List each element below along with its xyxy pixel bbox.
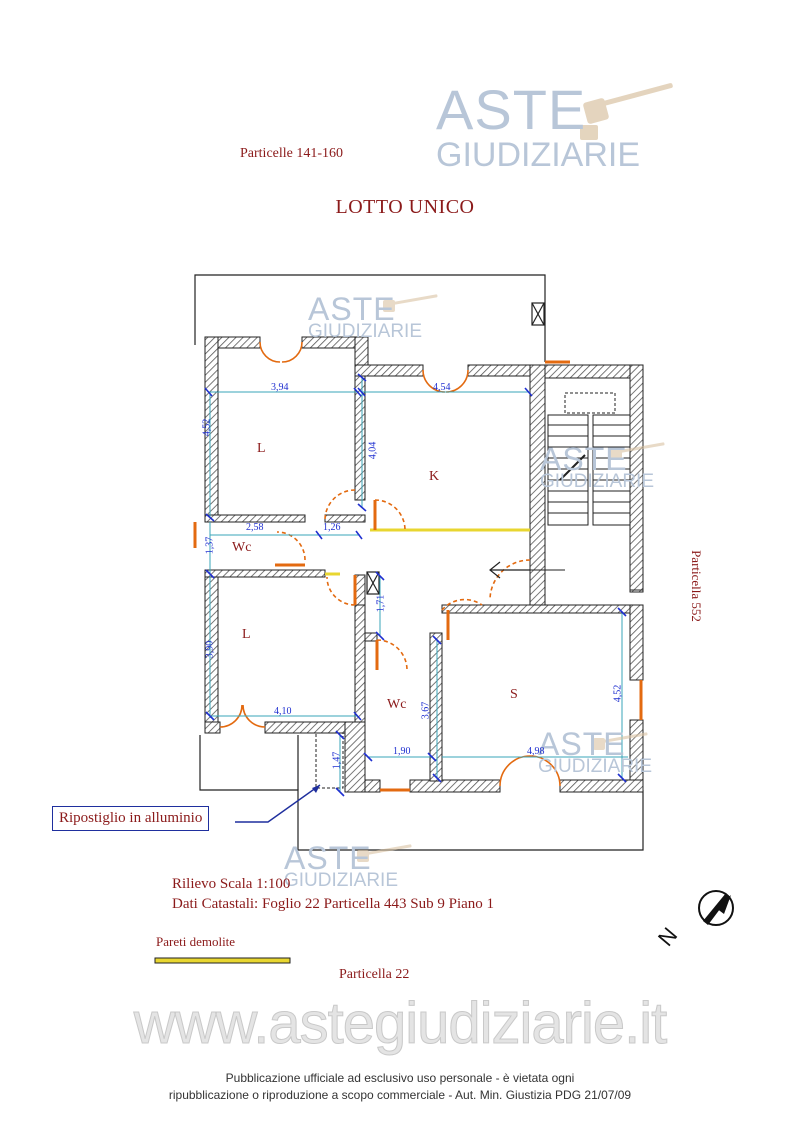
watermark-giudiziarie-3: GIUDIZIARIE (540, 471, 655, 492)
dimension-lines (208, 378, 628, 792)
room-label-k: K (429, 469, 440, 484)
rilievo-scale: Rilievo Scala 1:100 (172, 876, 291, 892)
shaft-boxes (366, 302, 545, 595)
doors (193, 341, 643, 792)
particella-552-label: Particella 552 (688, 550, 704, 622)
legend-demolished-sample (154, 957, 291, 964)
dimension-label: 3,67 (420, 701, 432, 720)
gavel-icon-small-2 (593, 732, 648, 750)
dimension-label: 4,98 (527, 746, 545, 757)
dimension-label: 2,58 (246, 522, 264, 533)
footer-line-2: ripubblicazione o riproduzione a scopo c… (168, 1088, 632, 1102)
dimension-label: 4,54 (433, 382, 451, 393)
page-title: LOTTO UNICO (335, 196, 475, 218)
dimension-label: 4,52 (612, 684, 624, 703)
dimension-label: 4,52 (201, 418, 213, 437)
room-label-wc-mid: Wc (387, 697, 407, 712)
footer-line-1: Pubblicazione ufficiale ad esclusivo uso… (225, 1071, 575, 1085)
watermark-aste-5: ASTE (284, 840, 372, 876)
gavel-icon-small-1 (383, 294, 438, 312)
particelle-label: Particelle 141-160 (240, 146, 344, 161)
watermark-giudiziarie-4: GIUDIZIARIE (538, 756, 653, 777)
watermark-aste-4: ASTE (538, 726, 626, 762)
entry-arrow-icon (489, 561, 530, 579)
dimension-label: 3,90 (204, 640, 216, 659)
room-label-l-bottom: L (242, 627, 251, 642)
dati-catastali: Dati Catastali: Foglio 22 Particella 443… (172, 896, 495, 912)
room-label-wc-left: Wc (232, 540, 252, 555)
gavel-icon-small-3 (357, 844, 412, 862)
callout-arrowhead (312, 785, 320, 793)
particella-22-label: Particella 22 (339, 967, 410, 982)
dimension-label: 3,94 (271, 382, 289, 393)
ripostiglio-callout: Ripostiglio in alluminio (52, 806, 210, 831)
dimension-label: 1,90 (393, 746, 411, 757)
dimension-label: 4,10 (274, 706, 292, 717)
watermark-giudiziarie-5: GIUDIZIARIE (284, 870, 399, 891)
outer-boundary (194, 274, 644, 851)
dimension-label: 1,26 (323, 522, 341, 533)
demolished-walls (325, 528, 530, 576)
gavel-icon (580, 83, 673, 140)
staircase (530, 392, 631, 571)
exterior-walls (204, 336, 644, 793)
watermark-aste-2: ASTE (308, 291, 396, 327)
watermark-aste: ASTE (436, 78, 587, 141)
callout-leader (235, 784, 321, 823)
room-label-l-top: L (257, 441, 266, 456)
legend-pareti-label: Pareti demolite (156, 934, 236, 949)
dimension-label: 1,71 (375, 594, 387, 613)
dimension-label: 4,04 (367, 441, 379, 460)
watermark-url: www.astegiudiziarie.it (133, 991, 667, 1057)
watermark-giudiziarie: GIUDIZIARIE (436, 136, 641, 174)
gavel-icon-small-4 (610, 442, 665, 460)
dimension-label: 1,37 (204, 536, 216, 555)
storage-closet (315, 732, 344, 789)
watermark-giudiziarie-2: GIUDIZIARIE (308, 321, 423, 342)
room-label-s: S (510, 687, 518, 702)
dimension-label: 1,47 (331, 751, 343, 770)
north-arrow-icon (698, 890, 734, 926)
dimension-ticks (204, 373, 627, 797)
watermark-aste-3: ASTE (540, 441, 628, 477)
